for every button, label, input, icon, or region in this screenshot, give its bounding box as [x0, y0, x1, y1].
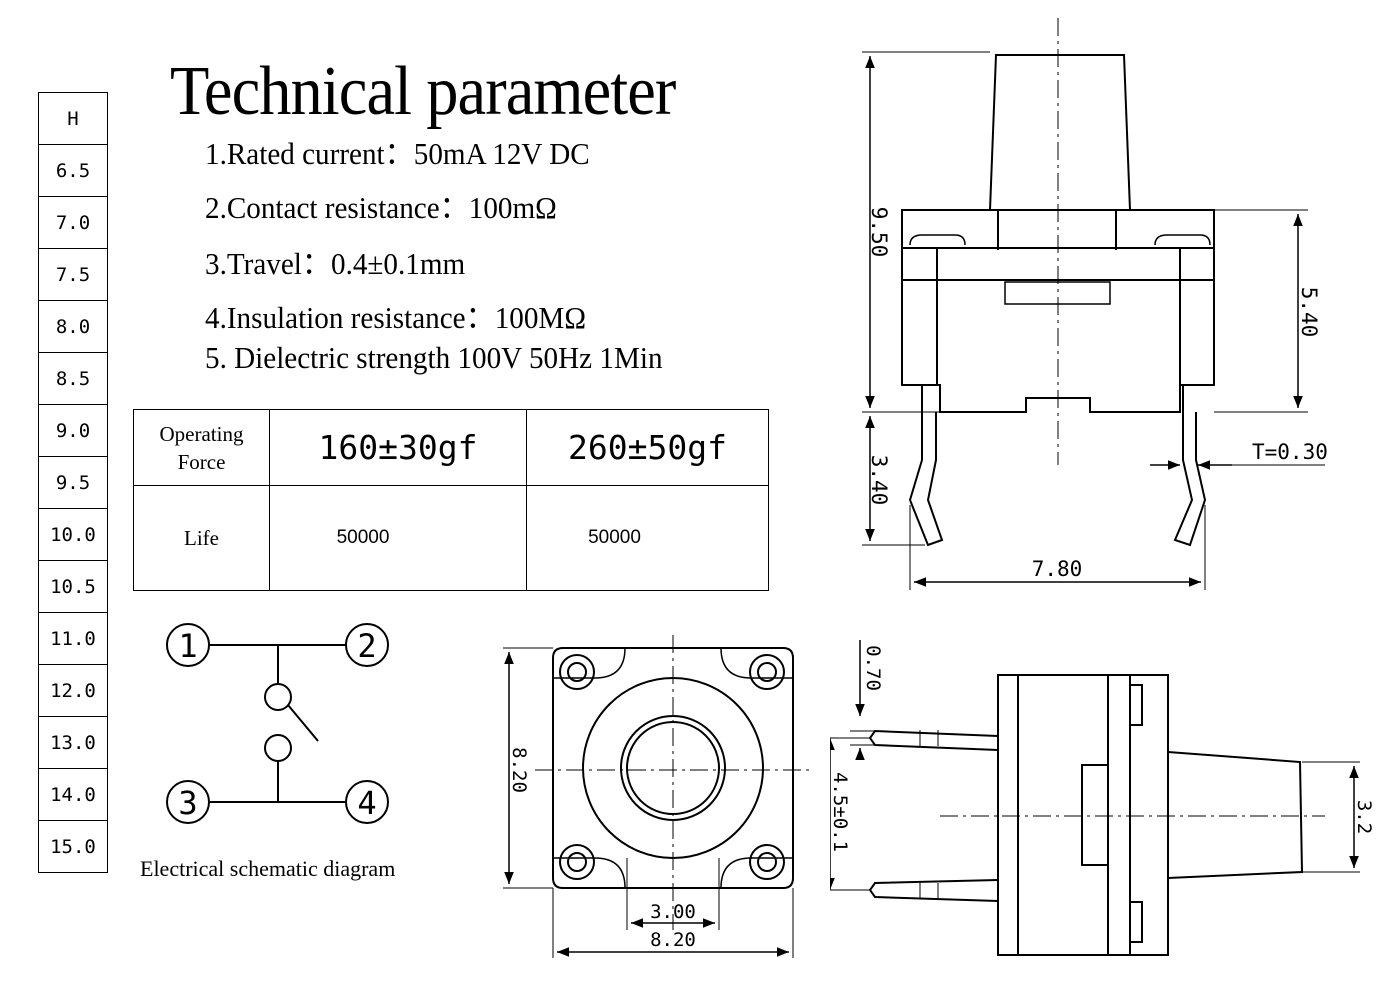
dim-body-height: 5.40 [1297, 287, 1321, 338]
switch-cover [901, 209, 1215, 281]
parameter-dielectric-strength: 5. Dielectric strength 100V 50Hz 1Min [205, 340, 663, 375]
dim-pin-pitch: 4.5±0.1 [830, 772, 851, 852]
dim-top-width: 8.20 [650, 929, 696, 951]
operating-force-label-line2: Force [177, 449, 226, 474]
height-value: 10.5 [38, 560, 108, 613]
parameter-travel: 3.Travel：0.4±0.1mm [205, 246, 466, 281]
operating-force-160: 160±30gf [269, 409, 527, 486]
height-value: 8.0 [38, 300, 108, 353]
parameter-insulation-resistance: 4.Insulation resistance：100MΩ [205, 300, 586, 335]
top-body-outline [552, 647, 794, 889]
life-label: Life [133, 485, 270, 591]
height-value: 15.0 [38, 820, 108, 873]
height-table-header: H [38, 92, 108, 145]
dim-pin-span: 7.80 [1032, 557, 1083, 581]
switch-body [901, 280, 1215, 413]
dim-pin-length: 3.40 [867, 455, 891, 506]
height-value: 10.0 [38, 508, 108, 561]
top-view-drawing: 8.20 8.20 3.00 [503, 635, 810, 958]
switch-contact-top [264, 683, 292, 711]
life-cell-1: 50000 [269, 485, 527, 591]
side-view-drawing: 9.50 5.40 3.40 7.80 T=0.30 [862, 18, 1328, 590]
body-window [1004, 281, 1111, 305]
front-actuator [1167, 751, 1304, 879]
switch-contact-bottom [264, 734, 292, 762]
life-value-2: 50000 [588, 527, 641, 548]
dim-top-height: 8.20 [508, 747, 530, 793]
electrical-schematic: 1 2 3 4 [166, 623, 389, 824]
left-pin [908, 385, 944, 547]
front-lower-pin [868, 879, 999, 902]
height-value: 7.5 [38, 248, 108, 301]
schematic-caption: Electrical schematic diagram [140, 856, 396, 881]
height-value: 6.5 [38, 144, 108, 197]
operating-force-260: 260±50gf [526, 409, 769, 486]
height-value: 12.0 [38, 664, 108, 717]
front-view-drawing: 0.70 4.5±0.1 3.2 [830, 640, 1375, 956]
front-upper-pin [868, 729, 999, 751]
operating-force-label: Operating Force [133, 409, 270, 486]
top-actuator-rim [620, 715, 726, 821]
top-actuator [626, 721, 720, 815]
dim-pin-width: 0.70 [862, 645, 884, 691]
dim-total-height: 9.50 [867, 207, 891, 258]
pin-4-label: 4 [357, 784, 376, 822]
parameter-rated-current: 1.Rated current：50mA 12V DC [205, 136, 590, 171]
height-value: 9.0 [38, 404, 108, 457]
height-value: 8.5 [38, 352, 108, 405]
force-life-table: Operating Force 160±30gf 260±50gf Life 5… [133, 409, 769, 591]
height-table: H 6.5 7.0 7.5 8.0 8.5 9.0 9.5 10.0 10.5 … [38, 92, 108, 873]
dim-pin-thickness: T=0.30 [1252, 440, 1328, 464]
front-window [1081, 764, 1109, 866]
pin-2-label: 2 [357, 627, 376, 665]
pin-1-label: 1 [178, 627, 197, 665]
height-value: 7.0 [38, 196, 108, 249]
life-cell-2: 50000 [526, 485, 769, 591]
pin-3-label: 3 [178, 784, 197, 822]
switch-lever [287, 704, 319, 742]
life-value-1: 50000 [336, 527, 390, 548]
actuator-outline [988, 54, 1132, 211]
height-value: 9.5 [38, 456, 108, 509]
height-value: 11.0 [38, 612, 108, 665]
operating-force-label-line1: Operating [159, 421, 244, 446]
dim-top-inner: 3.00 [650, 901, 696, 923]
dim-actuator-diameter: 3.2 [1353, 800, 1375, 834]
page-title: Technical parameter [170, 53, 676, 130]
parameter-contact-resistance: 2.Contact resistance：100mΩ [205, 190, 557, 225]
right-pin [1173, 385, 1207, 547]
height-value: 14.0 [38, 768, 108, 821]
height-value: 13.0 [38, 716, 108, 769]
top-outer-ring [582, 677, 764, 859]
